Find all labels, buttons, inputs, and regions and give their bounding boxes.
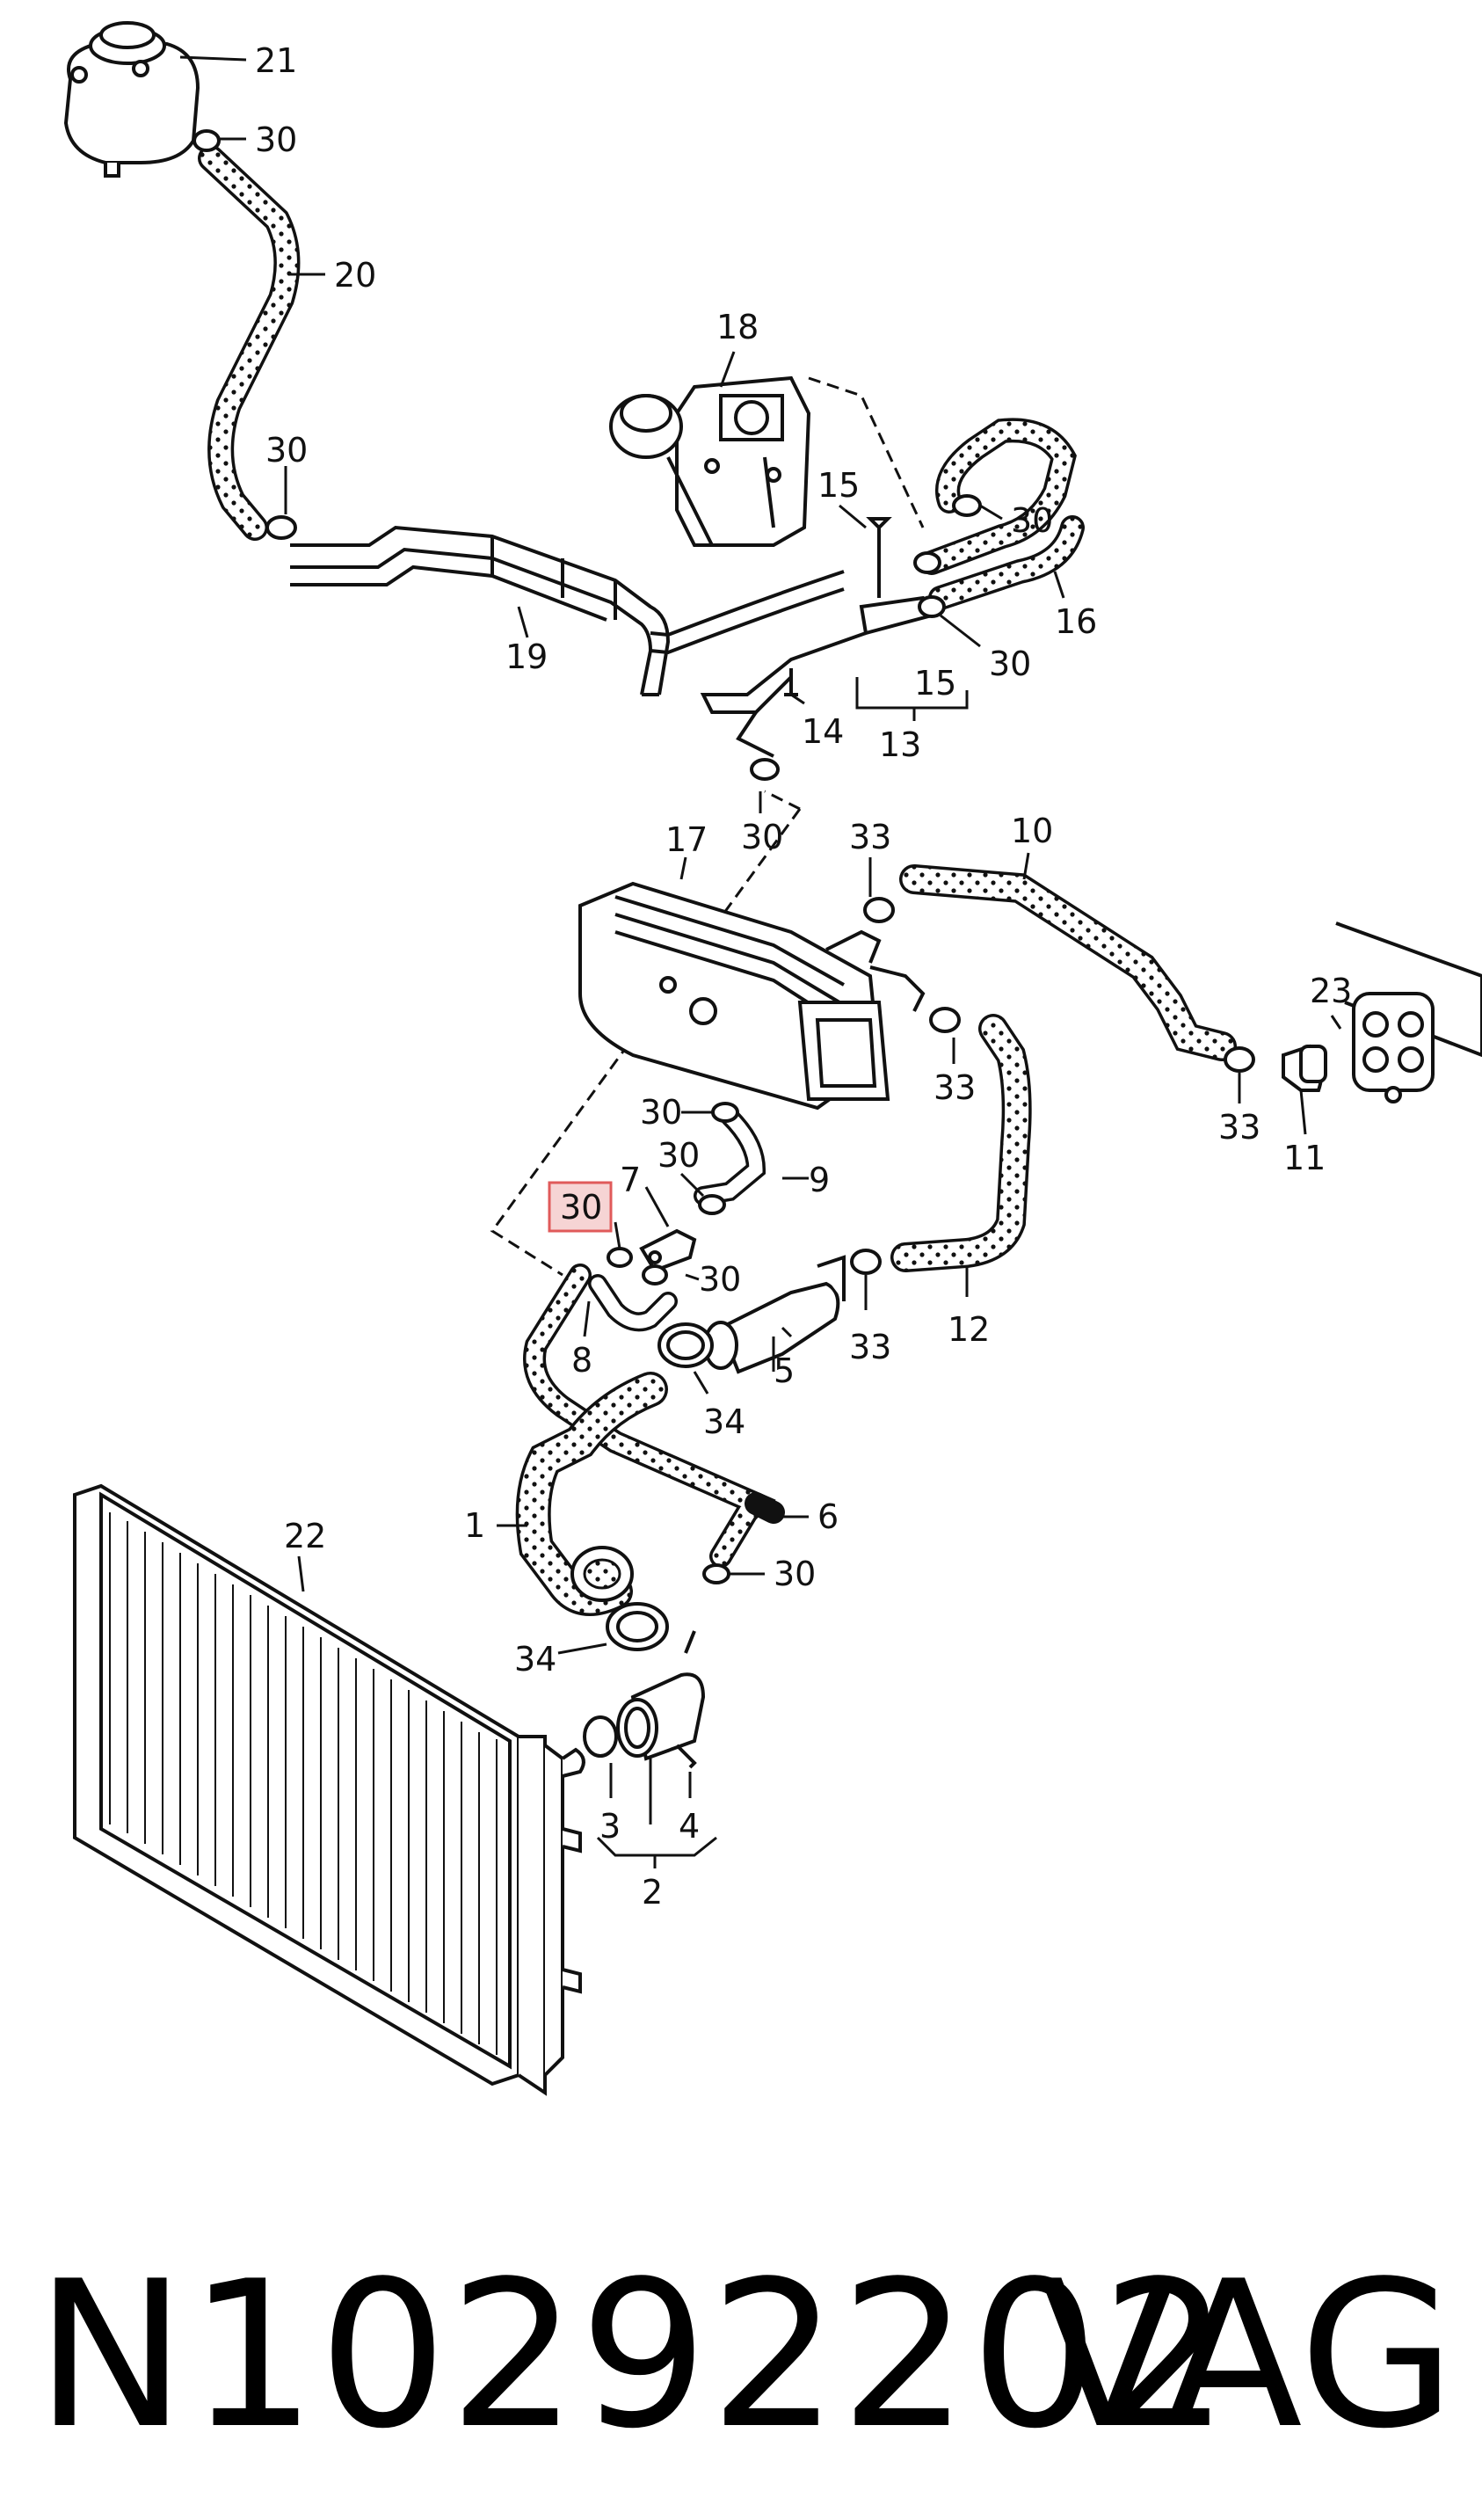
clamp-33-egr-side bbox=[929, 1007, 961, 1033]
callout-16: 16 bbox=[1055, 602, 1097, 641]
clamp-30-hose9-top bbox=[711, 1102, 739, 1123]
callout-33: 33 bbox=[849, 818, 891, 856]
callout-21: 21 bbox=[255, 41, 297, 80]
callout-18: 18 bbox=[716, 308, 759, 346]
clamp-33-hose10 bbox=[1224, 1046, 1255, 1073]
radiator bbox=[73, 1483, 585, 2096]
callout-12: 12 bbox=[948, 1310, 990, 1349]
callout-30: 30 bbox=[640, 1093, 682, 1132]
callout-30: 30 bbox=[657, 1136, 700, 1175]
radiator-fins bbox=[109, 1512, 498, 2055]
hose-12 bbox=[890, 1014, 1032, 1272]
egr-valve bbox=[609, 375, 811, 547]
hose-9 bbox=[694, 1107, 766, 1205]
clamp-30-pipe bbox=[265, 515, 297, 540]
callout-1: 1 bbox=[464, 1506, 485, 1545]
clamp-30-highlighted bbox=[607, 1247, 633, 1268]
clamp-30-hose8 bbox=[642, 1264, 668, 1285]
callout-7: 7 bbox=[620, 1161, 641, 1199]
clamp-30-hose16-upper bbox=[952, 494, 982, 517]
callout-33: 33 bbox=[849, 1328, 891, 1366]
callout-2: 2 bbox=[642, 1873, 663, 1912]
callout-22: 22 bbox=[284, 1517, 326, 1555]
callout-30: 30 bbox=[699, 1260, 741, 1299]
callout-30: 30 bbox=[774, 1555, 816, 1593]
ring-3 bbox=[583, 1715, 618, 1758]
callout-30: 30 bbox=[255, 120, 297, 159]
callout-14: 14 bbox=[802, 712, 844, 751]
expansion-tank bbox=[63, 21, 200, 178]
clamp-30-egr bbox=[750, 758, 780, 781]
callout-19: 19 bbox=[505, 637, 548, 676]
callout-34: 34 bbox=[703, 1402, 745, 1441]
clamp-30-hose16-lower bbox=[918, 595, 946, 618]
flange-23 bbox=[1335, 921, 1482, 1103]
egr-cooler bbox=[578, 881, 926, 1111]
callout-15: 15 bbox=[817, 466, 860, 505]
clamp-30-hose9-bottom bbox=[698, 1194, 726, 1215]
leader-lines bbox=[179, 55, 1342, 1868]
brand-name: VAG bbox=[1038, 2239, 1456, 2473]
callout-20: 20 bbox=[334, 256, 376, 295]
callout-4: 4 bbox=[679, 1807, 700, 1846]
part-number: N10292202 bbox=[35, 2239, 1231, 2473]
flange-5 bbox=[703, 1255, 846, 1374]
hose-clamps bbox=[193, 129, 1255, 1584]
hose-16 bbox=[919, 418, 1085, 610]
coolant-pipe-19 bbox=[290, 525, 845, 696]
hose-8 bbox=[588, 1274, 678, 1332]
footer: N10292202 VAG bbox=[0, 2207, 1482, 2506]
callout-6: 6 bbox=[817, 1497, 839, 1536]
callout-11: 11 bbox=[1283, 1139, 1326, 1177]
callout-labels: 21 30 20 30 19 18 15 30 16 30 14 15 13 3… bbox=[255, 41, 1352, 1912]
callout-30: 30 bbox=[265, 431, 308, 470]
callout-3: 3 bbox=[599, 1807, 621, 1846]
connector-7 bbox=[639, 1228, 697, 1273]
connector-2 bbox=[616, 1630, 706, 1761]
callout-23: 23 bbox=[1310, 972, 1352, 1010]
connector-11 bbox=[1282, 1044, 1327, 1092]
callout-15: 15 bbox=[914, 664, 956, 703]
callout-8: 8 bbox=[571, 1341, 592, 1380]
cooling-system-diagram: 21 30 20 30 19 18 15 30 16 30 14 15 13 3… bbox=[63, 21, 1482, 2096]
clamp-33-egr-top bbox=[863, 897, 895, 923]
callout-33: 33 bbox=[1218, 1108, 1260, 1147]
bolt-4 bbox=[675, 1744, 697, 1769]
callout-34: 34 bbox=[514, 1640, 556, 1679]
callout-33: 33 bbox=[934, 1068, 976, 1107]
clamp-30-hose6 bbox=[702, 1563, 730, 1584]
hose-1 bbox=[515, 1372, 668, 1616]
callout-30: 30 bbox=[741, 818, 783, 856]
callout-17: 17 bbox=[665, 820, 708, 859]
hose-6 bbox=[523, 1264, 785, 1568]
callout-9: 9 bbox=[809, 1161, 830, 1199]
callout-13: 13 bbox=[879, 725, 921, 764]
callout-30-highlighted: 30 bbox=[560, 1188, 602, 1227]
callout-10: 10 bbox=[1011, 812, 1053, 850]
callout-30: 30 bbox=[1011, 501, 1053, 540]
clamp-33-hose12 bbox=[850, 1249, 882, 1275]
clamp-30-hose16-mid bbox=[913, 551, 941, 574]
clamp-34-lower bbox=[606, 1602, 669, 1651]
callout-30: 30 bbox=[989, 645, 1031, 683]
hose-10 bbox=[899, 864, 1237, 1061]
clamp-34-upper bbox=[657, 1322, 714, 1368]
highlighted-callout-box bbox=[548, 1181, 613, 1233]
hose-20 bbox=[198, 145, 301, 541]
callout-5: 5 bbox=[774, 1351, 795, 1390]
clamp-30-tank bbox=[193, 129, 221, 152]
